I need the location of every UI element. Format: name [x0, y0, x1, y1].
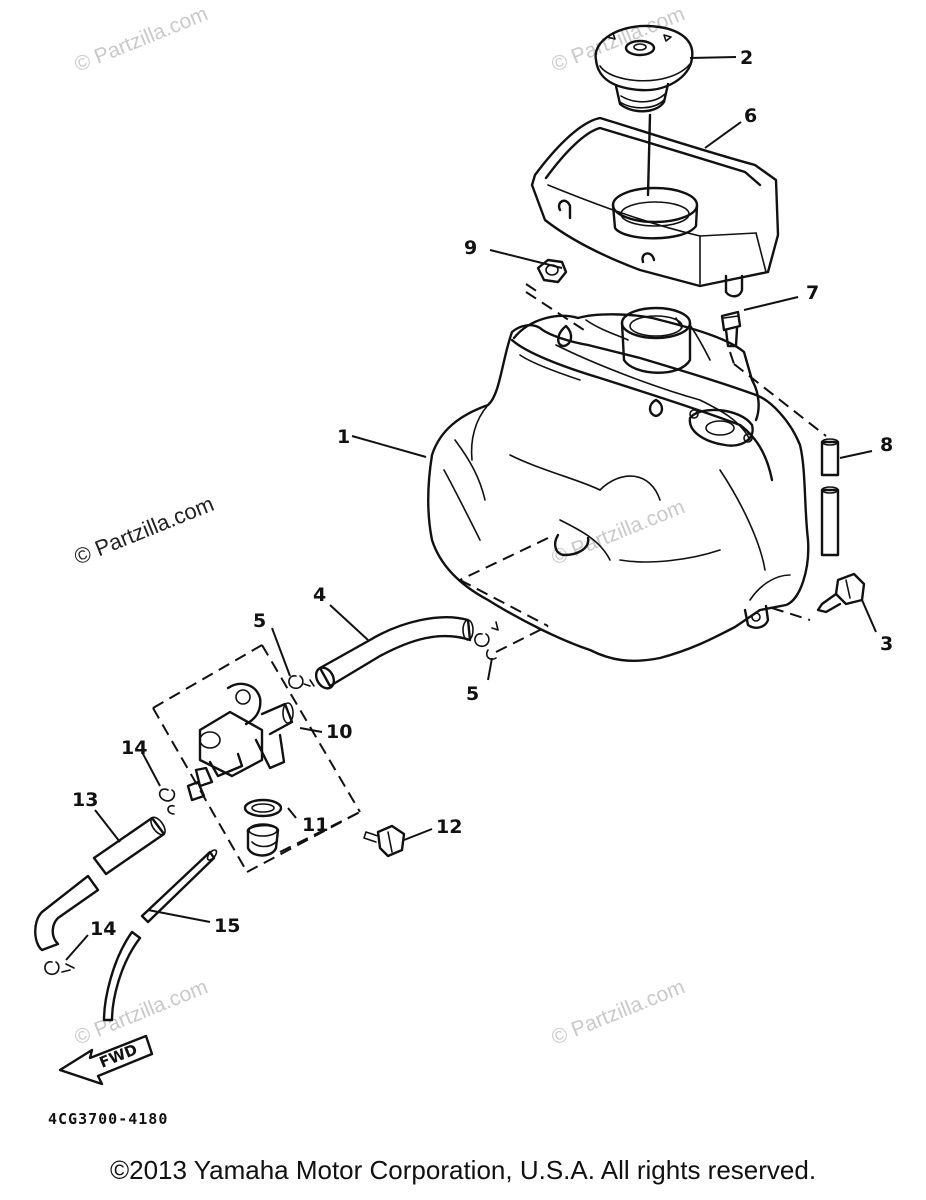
callout-3: 3	[880, 633, 893, 655]
watermark-dark: © Partzilla.com	[71, 491, 218, 570]
watermark-5: © Partzilla.com	[548, 975, 688, 1049]
callout-14a: 14	[121, 737, 147, 759]
screw-part-12	[363, 824, 406, 858]
callout-4: 4	[313, 584, 326, 606]
callout-5b: 5	[466, 683, 479, 705]
forward-direction-arrow: FWD	[58, 1034, 154, 1086]
callout-5a: 5	[253, 610, 266, 632]
leader-lines	[65, 56, 877, 961]
tank-cover-part-6	[530, 113, 780, 298]
fuel-cock-part-10	[186, 682, 294, 857]
watermark-1: © Partzilla.com	[71, 2, 211, 76]
fuel-hose-part-4	[314, 616, 474, 690]
copyright-notice: ©2013 Yamaha Motor Corporation, U.S.A. A…	[109, 1155, 817, 1185]
callout-11: 11	[302, 814, 328, 836]
callout-12: 12	[436, 816, 462, 838]
hose-clip-part-5-lower	[474, 621, 499, 661]
callout-14b: 14	[90, 918, 116, 940]
callout-15: 15	[214, 915, 240, 937]
callout-7: 7	[806, 282, 819, 304]
callout-2: 2	[740, 47, 753, 69]
hose-part-15	[102, 849, 218, 1022]
callout-labels: 1 2 3 4 5 5 6 7 8 9 10 11 12 13 14 14 15	[72, 47, 893, 940]
callout-10: 10	[326, 721, 352, 743]
vent-hose-part-8	[820, 438, 840, 557]
watermark-3: © Partzilla.com	[548, 495, 688, 569]
callout-8: 8	[880, 434, 893, 456]
o-ring-part-11	[243, 798, 283, 818]
bolt-part-3	[816, 572, 866, 614]
dashed-guides	[152, 283, 827, 873]
callout-6: 6	[744, 105, 757, 127]
callout-13: 13	[72, 789, 98, 811]
hose-clip-part-14-upper	[158, 788, 176, 815]
fuel-tank-part-1	[427, 306, 810, 663]
hose-clip-part-5-upper	[288, 675, 315, 690]
callout-9: 9	[464, 237, 477, 259]
callout-1: 1	[337, 426, 350, 448]
diagram-part-code: 4CG3700-4180	[48, 1110, 168, 1128]
fitting-part-7	[720, 310, 742, 348]
watermark-group: © Partzilla.com © Partzilla.com © Partzi…	[71, 2, 689, 1049]
hose-part-13	[34, 816, 166, 952]
hose-clip-part-14-lower	[44, 961, 75, 976]
